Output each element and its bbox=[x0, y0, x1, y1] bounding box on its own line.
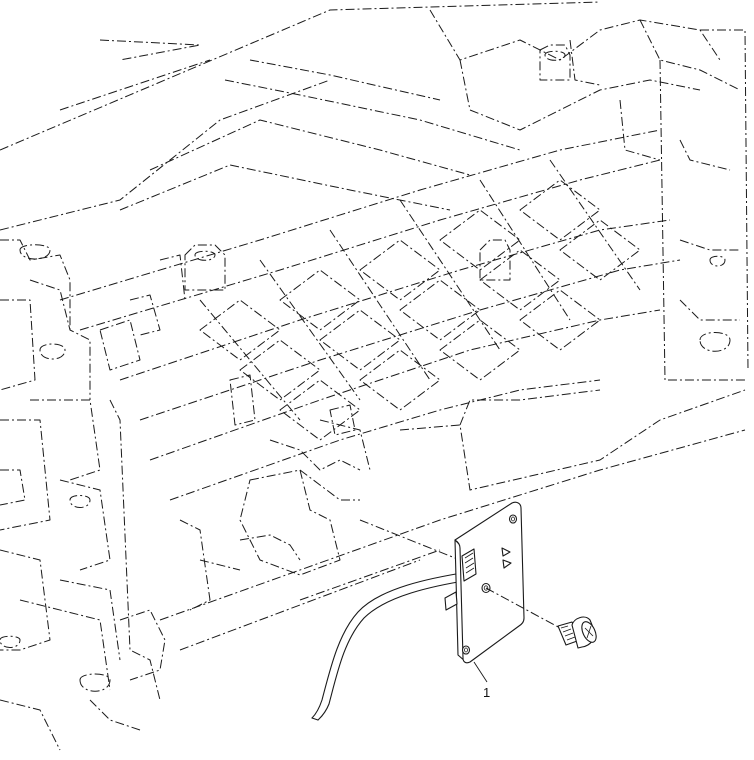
sensor-pcb-part bbox=[311, 501, 525, 721]
screw-part bbox=[485, 587, 597, 649]
circuit-board bbox=[454, 501, 525, 664]
callout-1: 1 bbox=[473, 661, 490, 700]
cable-route-line bbox=[359, 519, 461, 561]
connector bbox=[461, 548, 477, 582]
callout-label: 1 bbox=[483, 685, 490, 700]
callout-leader-line bbox=[473, 661, 488, 683]
sensor-receiver bbox=[502, 559, 512, 569]
harness-cable bbox=[311, 571, 469, 719]
sensor-emitter bbox=[501, 547, 511, 557]
screw-axis-line bbox=[485, 587, 561, 629]
